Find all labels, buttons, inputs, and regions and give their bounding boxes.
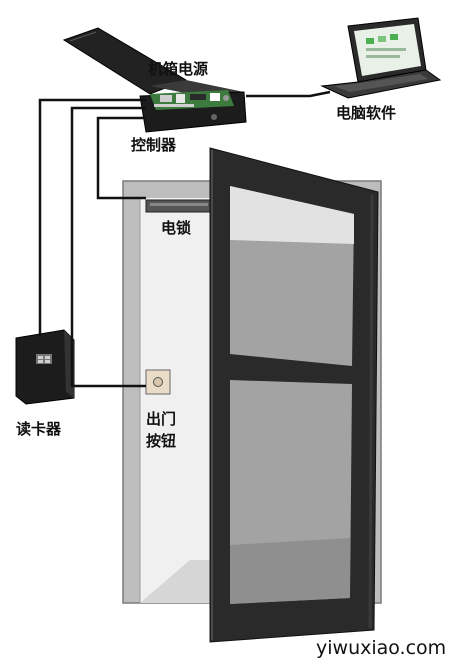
label-electric-lock: 电锁 <box>161 219 191 237</box>
wiring <box>38 90 331 388</box>
controller-box <box>62 27 247 133</box>
electric-lock <box>145 199 213 213</box>
label-computer-software: 电脑软件 <box>336 104 396 122</box>
wire-to-exit-button <box>70 106 146 388</box>
door-leaf <box>209 147 379 643</box>
label-card-reader: 读卡器 <box>16 420 62 438</box>
label-power-box: 机箱电源 <box>148 60 208 78</box>
label-controller: 控制器 <box>131 136 177 154</box>
label-exit-button-line2: 按钮 <box>146 432 176 450</box>
card-reader <box>15 329 75 405</box>
wire-to-card-reader <box>38 98 146 336</box>
label-exit-button-line1: 出门 <box>146 410 176 428</box>
wire-to-electric-lock <box>96 116 146 200</box>
exit-button <box>145 369 171 395</box>
wire-to-computer <box>246 90 331 98</box>
laptop-computer <box>320 17 442 99</box>
watermark: yiwuxiao.com <box>316 637 446 659</box>
